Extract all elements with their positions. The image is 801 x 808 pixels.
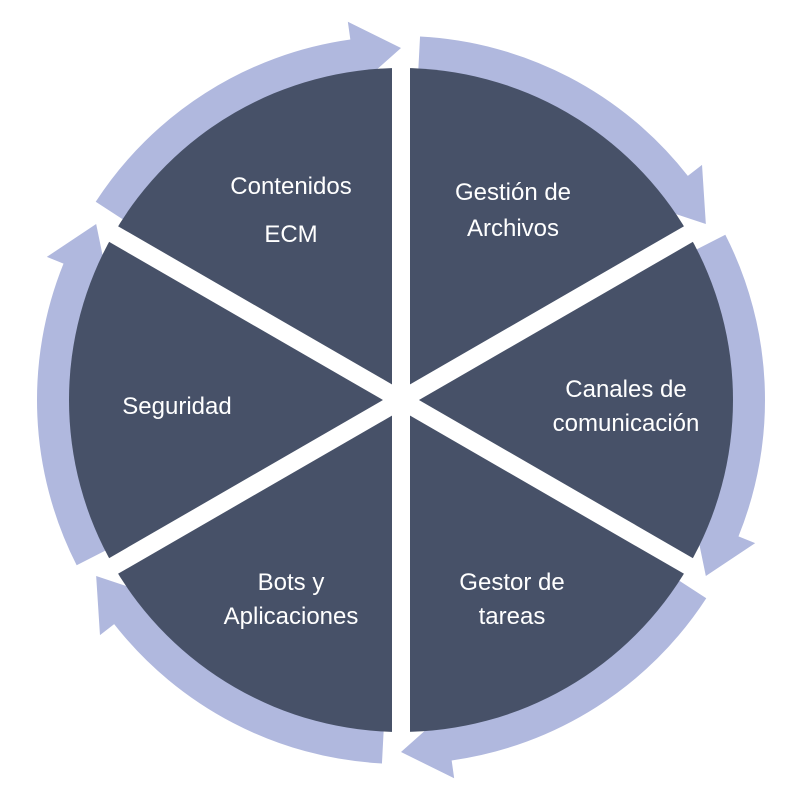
label-line: Seguridad [122, 393, 231, 420]
label-gestor: Gestor de tareas [459, 569, 564, 630]
label-gestion: Gestión de Archivos [455, 179, 571, 242]
label-line: comunicación [553, 410, 700, 437]
label-canales: Canales de comunicación [553, 376, 700, 437]
label-seguridad: Seguridad [122, 393, 231, 420]
segment-dividers [107, 66, 695, 734]
label-line: Canales de [565, 376, 686, 403]
cycle-arrow [95, 21, 401, 222]
label-line: Bots y [258, 569, 325, 596]
label-line: Contenidos [230, 173, 351, 200]
segment-divider [107, 392, 406, 575]
label-line: tareas [479, 603, 546, 630]
segment-seguridad [69, 234, 401, 566]
segment-bots [113, 400, 401, 732]
cycle-segments [69, 68, 733, 732]
cycle-arrow [401, 578, 707, 779]
label-line: Archivos [467, 215, 559, 242]
label-line: ECM [264, 221, 317, 248]
segment-contenidos [113, 68, 401, 400]
label-line: Gestor de [459, 569, 564, 596]
segment-divider [107, 225, 406, 408]
segment-canales [401, 234, 733, 566]
segment-gestion [401, 68, 689, 400]
label-line: Aplicaciones [224, 603, 359, 630]
label-line: Gestión de [455, 179, 571, 206]
segment-divider [396, 225, 695, 408]
segment-gestor [401, 400, 689, 732]
label-bots: Bots y Aplicaciones [224, 569, 359, 630]
segment-divider [396, 392, 695, 575]
